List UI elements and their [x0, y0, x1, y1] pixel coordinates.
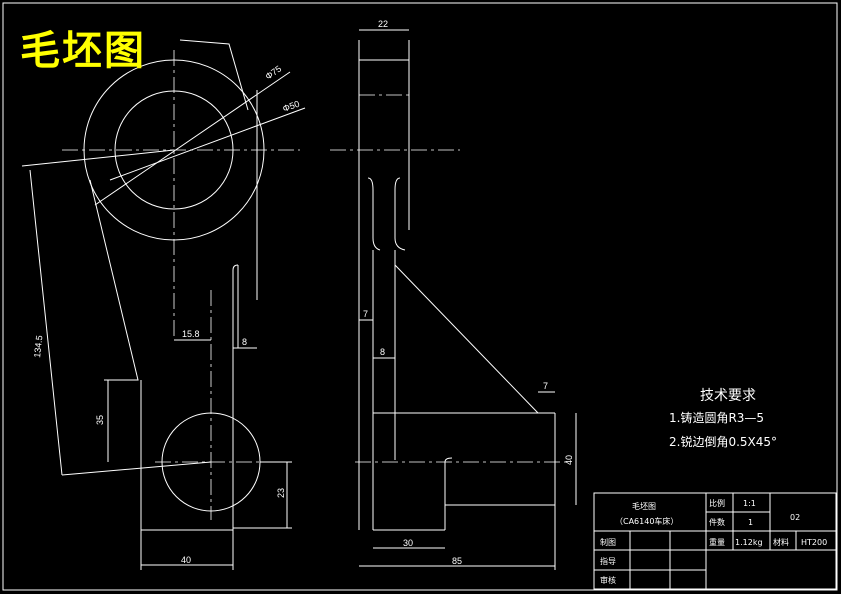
tb-drawing-no: 02: [790, 513, 800, 522]
tb-scale-value: 1:1: [743, 499, 756, 508]
dim-35: 35: [95, 415, 105, 425]
dim-134-5-ext-top: [21, 149, 175, 167]
tb-qty-value: 1: [748, 518, 753, 527]
dim-7-right: 7: [543, 381, 548, 391]
dim-134-5-ext-bottom: [61, 461, 212, 476]
dim-23: 23: [276, 488, 286, 498]
tb-review-label: 审核: [600, 575, 616, 585]
tech-heading: 技术要求: [700, 388, 756, 404]
dim-30: 30: [403, 538, 413, 548]
dim-134-5-line: [29, 169, 63, 476]
tb-material-value: HT200: [801, 538, 827, 547]
title-block-border: [593, 492, 837, 590]
dim-7-left: 7: [363, 309, 368, 319]
side-fillet-right: [394, 177, 406, 251]
arm-fillet: [232, 264, 239, 271]
tb-drawn-label: 制图: [600, 537, 616, 547]
dim-8-front: 8: [242, 337, 247, 347]
side-rib-diagonal: [394, 264, 539, 414]
tech-item-1: 1.铸造圆角R3—5: [669, 410, 764, 425]
dim-85: 85: [452, 556, 462, 566]
side-fillet-left: [367, 177, 381, 251]
tb-name: 毛坯图: [632, 501, 656, 511]
dim-134-5: 134.5: [32, 335, 44, 358]
dim-40-side: 40: [564, 455, 574, 465]
tb-weight-label: 重量: [709, 537, 725, 547]
tb-subtitle: （CA6140车床）: [615, 516, 678, 526]
boss-top-arc-line: [179, 39, 249, 111]
dim-15-8: 15.8: [182, 329, 200, 339]
dim-40-front: 40: [181, 555, 191, 565]
tb-material-label: 材料: [773, 537, 789, 547]
tech-requirements: 技术要求 1.铸造圆角R3—5 2.锐边倒角0.5X45°: [669, 388, 777, 449]
drawing-title: 毛坯图: [20, 28, 146, 74]
title-block: 毛坯图 （CA6140车床） 比例 1:1 件数 1 02 制图 指导 审核 重…: [593, 492, 837, 590]
dim-8-side: 8: [380, 347, 385, 357]
tech-item-2: 2.锐边倒角0.5X45°: [669, 435, 777, 449]
dia50-leader: [109, 107, 306, 181]
tb-guide-label: 指导: [600, 556, 616, 566]
dim-dia50: Φ50: [281, 99, 301, 114]
tb-weight-value: 1.12kg: [735, 538, 763, 547]
tb-scale-label: 比例: [709, 498, 725, 508]
side-view: 22 7 8 7 40 30 85: [330, 19, 577, 570]
dim-22: 22: [378, 19, 388, 29]
front-view: Φ75 Φ50 134.5 35 15.8 8 23 40: [21, 39, 306, 570]
arm-left-edge: [89, 179, 139, 381]
dia75-leader: [94, 71, 291, 206]
tb-qty-label: 件数: [709, 517, 725, 527]
side-base-step: [444, 457, 453, 530]
